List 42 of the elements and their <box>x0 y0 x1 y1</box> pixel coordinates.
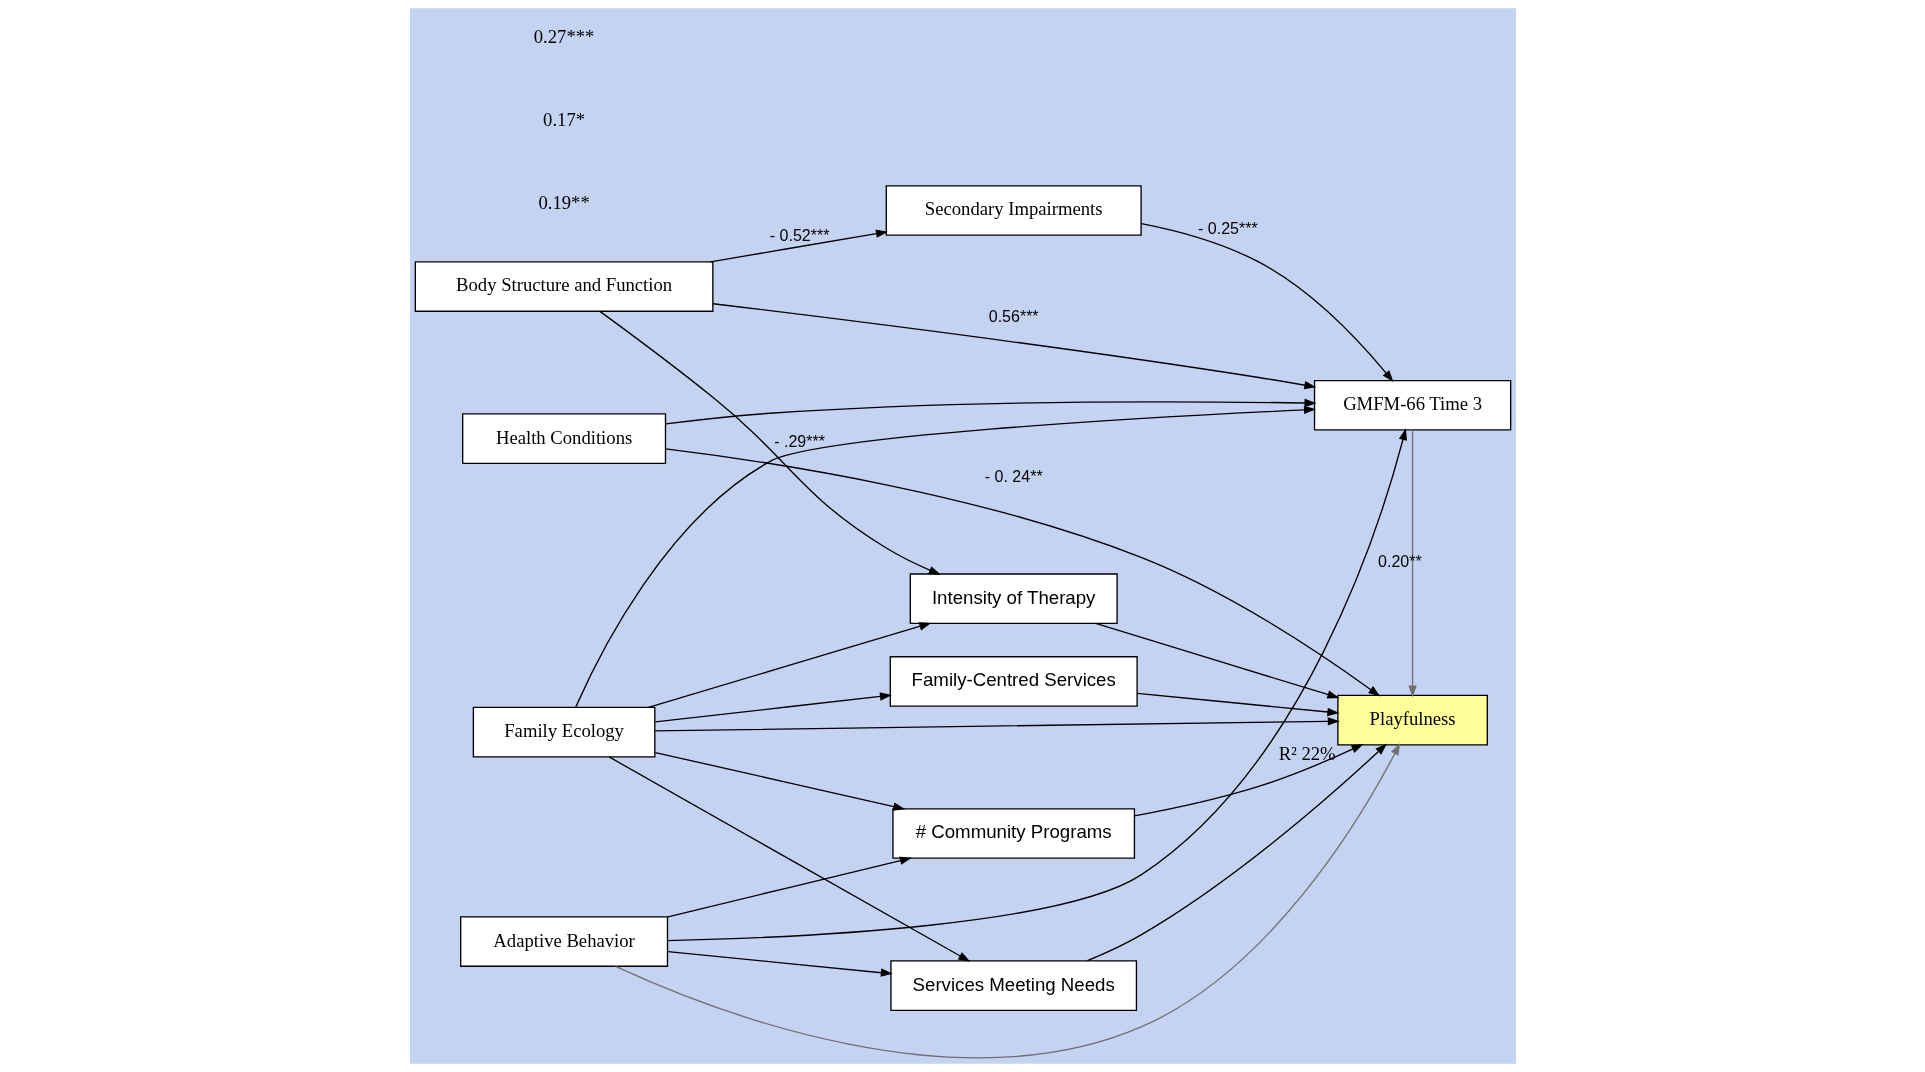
arrow <box>664 448 1380 697</box>
arrow <box>654 751 905 811</box>
arrow <box>1407 429 1417 698</box>
arrow <box>666 428 1407 942</box>
arrow <box>1094 622 1339 699</box>
edge-label: - 0. 24** <box>984 468 1043 486</box>
node-box: # Community Programs <box>891 808 1135 859</box>
edge-label: 0.56*** <box>988 308 1039 326</box>
arrow <box>654 692 892 723</box>
arrow <box>666 951 893 977</box>
edge-label: - .29*** <box>773 433 825 451</box>
arrow <box>598 310 941 575</box>
node-box: Family Ecology <box>472 706 655 758</box>
edge-label: 0.20** <box>1377 552 1422 570</box>
label: 0.17* <box>542 109 585 131</box>
node-box: Secondary Impairments <box>885 185 1142 236</box>
node-box: Body Structure and Function <box>414 261 713 312</box>
edge-label: - 0.52*** <box>769 226 829 244</box>
arrow <box>654 717 1340 732</box>
arrow <box>1086 743 1387 962</box>
arrow <box>709 229 888 263</box>
node-box: Intensity of Therapy <box>909 573 1118 625</box>
arrow <box>647 622 931 708</box>
arrow <box>666 856 912 918</box>
node-box: Family-Centred Services <box>889 656 1138 707</box>
arrow <box>607 756 970 962</box>
arrow <box>1135 692 1339 717</box>
arrow <box>712 303 1316 390</box>
node-box: GMFM-66 Time 3 <box>1313 379 1511 431</box>
node-box: Services Meeting Needs <box>889 960 1137 1011</box>
node-label: R² 22% <box>1278 742 1336 764</box>
arrow <box>1133 744 1363 817</box>
node-box: Adaptive Behavior <box>459 916 668 967</box>
arrow <box>1140 222 1394 383</box>
arrow <box>614 743 1400 1059</box>
arrow <box>574 405 1316 708</box>
node-box: Playfulness <box>1336 694 1488 746</box>
edge-label: - 0.25*** <box>1197 219 1258 237</box>
label: 0.27*** <box>533 26 594 48</box>
node-box: Health Conditions <box>461 413 666 464</box>
label: 0.19** <box>537 191 590 213</box>
arrow <box>664 398 1316 425</box>
